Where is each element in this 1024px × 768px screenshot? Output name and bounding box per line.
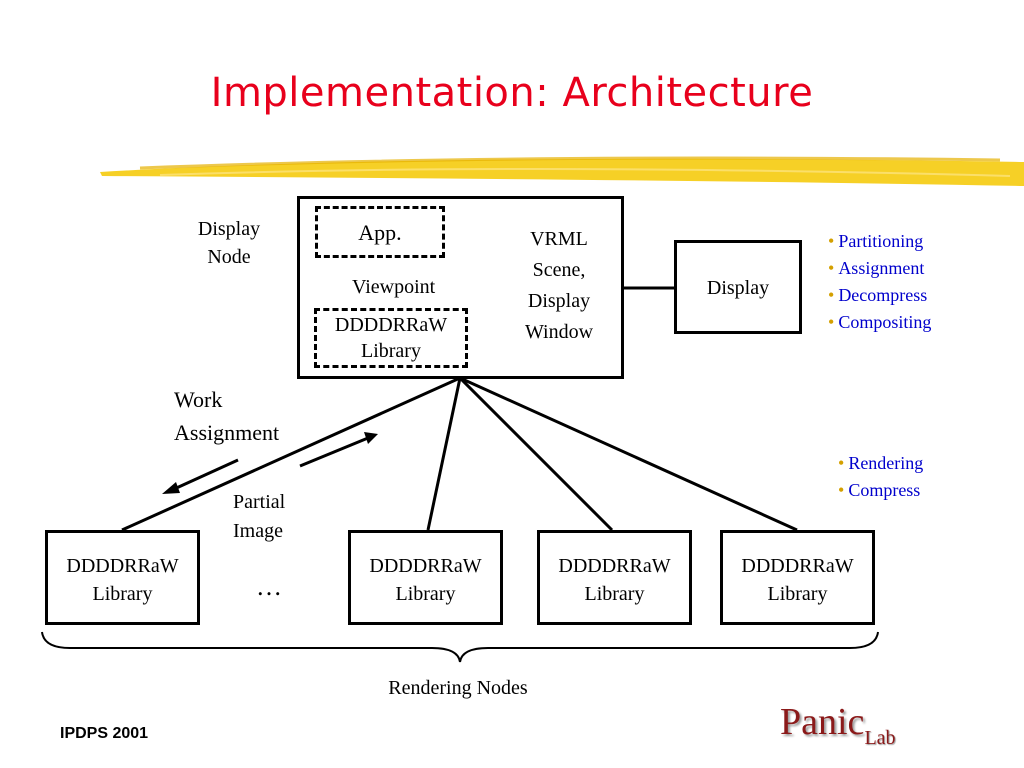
rendering-node-label: DDDDRRaW Library: [66, 555, 179, 605]
link-to-node-2: [426, 377, 462, 531]
list-item: •Partitioning: [828, 231, 924, 251]
work-assignment-arrow: [171, 458, 239, 492]
rendering-node-box: [348, 530, 503, 625]
work-assignment-label: Work Assignment: [174, 387, 280, 445]
link-to-node-1: [121, 376, 461, 532]
inner-library-label: DDDDRRaW Library: [334, 314, 448, 362]
partial-image-arrowhead: [364, 432, 378, 444]
link-to-node-3: [458, 376, 614, 532]
list-item: •Rendering: [838, 453, 924, 473]
partial-image-label: Partial Image: [233, 491, 286, 542]
display-node-label: Display Node: [197, 218, 261, 268]
list-item: •Assignment: [828, 258, 925, 278]
list-item: •Decompress: [828, 285, 928, 305]
list-item: •Compositing: [828, 312, 932, 332]
rendering-nodes-caption: Rendering Nodes: [388, 677, 528, 699]
render-tasks-list: •Rendering •Compress: [838, 450, 923, 504]
inner-library-dashed-box: [314, 308, 468, 368]
partial-image-arrow: [299, 436, 369, 468]
vrml-scene-label: VRML Scene, Display Window: [524, 228, 594, 343]
panic-lab-logo: PanicLab: [780, 701, 896, 749]
footer-conference: IPDPS 2001: [60, 725, 149, 742]
display-tasks-list: •Partitioning •Assignment •Decompress •C…: [828, 228, 931, 336]
display-box: [674, 240, 802, 334]
rendering-node-box: [537, 530, 692, 625]
display-node-box: [297, 196, 624, 379]
slide-title: Implementation: Architecture: [210, 70, 814, 116]
rendering-node-label: DDDDRRaW Library: [741, 555, 854, 605]
app-dashed-box: [315, 206, 445, 258]
rendering-node-label: DDDDRRaW Library: [558, 555, 671, 605]
rendering-node-box: [720, 530, 875, 625]
ellipsis-label: …: [256, 572, 282, 601]
rendering-node-label: DDDDRRaW Library: [369, 555, 482, 605]
app-label: App.: [358, 220, 402, 245]
display-label: Display: [706, 277, 770, 299]
rendering-node-box: [45, 530, 200, 625]
list-item: •Compress: [838, 480, 921, 500]
rendering-nodes-brace: [41, 631, 879, 663]
work-assignment-arrowhead: [162, 482, 180, 494]
link-to-node-4: [459, 376, 798, 532]
viewpoint-label: Viewpoint: [352, 276, 436, 298]
highlighter-stroke: [100, 158, 1024, 186]
